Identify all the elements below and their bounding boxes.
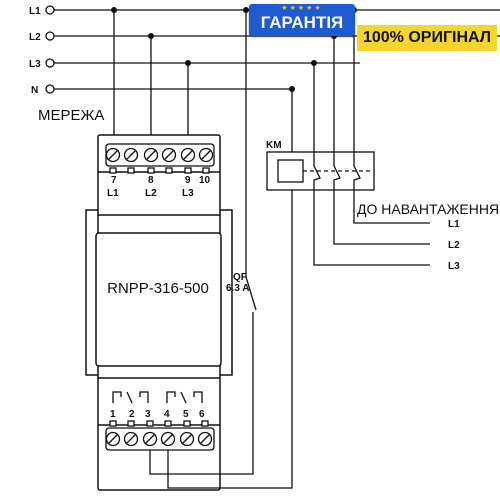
- terminal-l1: [45, 5, 55, 15]
- bus-label-l2: L2: [29, 32, 41, 43]
- terminal-l2: [45, 31, 55, 41]
- load-line-l2: L2: [448, 240, 460, 251]
- breaker-rating: 6.3 A: [226, 283, 250, 294]
- relay-device: [85, 134, 233, 491]
- contact-num-2: 2: [129, 409, 135, 420]
- terminal-l3: [45, 58, 55, 68]
- bus-terminals: [45, 5, 55, 94]
- terminal-num-10: 10: [199, 175, 211, 186]
- terminal-phase-l3: L3: [182, 188, 194, 199]
- terminal-num-7: 7: [111, 175, 117, 186]
- contact-num-4: 4: [164, 409, 170, 420]
- load-line-l3: L3: [448, 261, 460, 272]
- contactor: [266, 151, 375, 191]
- original-label: 100% ОРИГІНАЛ: [362, 29, 492, 46]
- load-wires: [313, 10, 430, 266]
- bus-label-l1: L1: [29, 6, 41, 17]
- contact-num-1: 1: [110, 409, 116, 420]
- network-label: МЕРЕЖА: [38, 107, 104, 124]
- original-badge: 100% ОРИГІНАЛ: [357, 25, 497, 51]
- top-screw-terminals: [105, 143, 215, 174]
- terminal-phase-l2: L2: [145, 188, 157, 199]
- load-line-l1: L1: [448, 219, 460, 230]
- relay-model: RNPP-316-500: [107, 280, 209, 297]
- terminal-num-8: 8: [148, 175, 154, 186]
- guarantee-label: ГАРАНТІЯ: [260, 13, 344, 32]
- terminal-num-9: 9: [185, 175, 191, 186]
- star-rating-icon: ★★★★★: [281, 5, 323, 12]
- bus-label-n: N: [31, 85, 38, 96]
- relay-display: [95, 232, 222, 367]
- control-wires: [149, 10, 293, 489]
- contact-symbols: [112, 391, 203, 404]
- guarantee-badge: ★★★★★ ГАРАНТІЯ: [249, 4, 355, 36]
- contact-num-5: 5: [183, 409, 189, 420]
- bus-label-l3: L3: [29, 59, 41, 70]
- contactor-coil: [277, 159, 304, 183]
- relay-supply-wires: [113, 10, 189, 137]
- contact-num-6: 6: [199, 409, 205, 420]
- breaker-name: QF: [233, 272, 247, 283]
- terminal-phase-l1: L1: [107, 188, 119, 199]
- contactor-name: KM: [266, 140, 282, 151]
- contact-num-3: 3: [145, 409, 151, 420]
- terminal-n: [45, 84, 55, 94]
- bottom-screw-terminals: [105, 420, 215, 451]
- load-label: ДО НАВАНТАЖЕННЯ: [357, 201, 499, 217]
